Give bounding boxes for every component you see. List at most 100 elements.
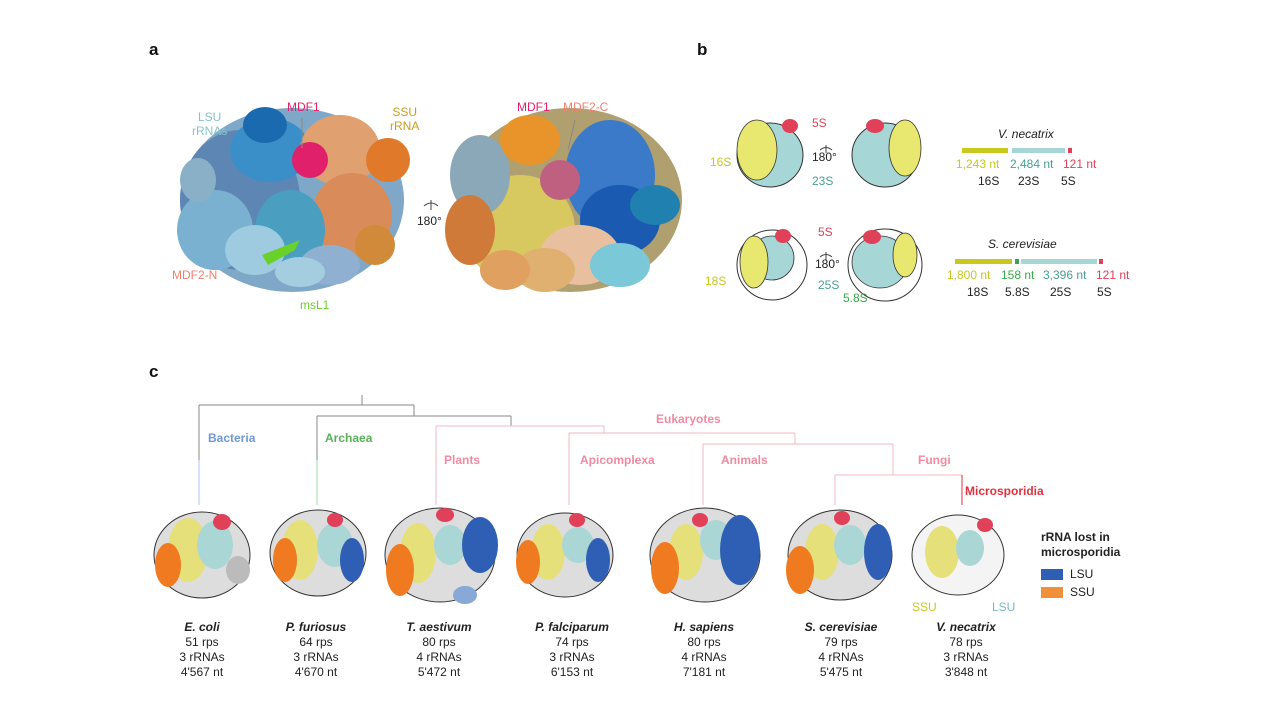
clade-apicomplexa: Apicomplexa [580,453,655,467]
species-card-e-coli: E. coli 51 rps 3 rRNAs 4'567 nt [142,620,262,680]
sc-rotation-label: 180° [815,257,840,271]
lsu-rrnas-label-line1: LSU [198,110,222,124]
species-rps: 78 rps [949,635,983,649]
species-rps: 51 rps [185,635,219,649]
species-name: H. sapiens [673,620,735,634]
sc-18s-label: 18S [705,274,727,288]
sc-5s-label: 5S [818,225,833,239]
species-nt: 6'153 nt [550,665,594,679]
legend-item-ssu: SSU [1041,583,1120,601]
legend-swatch-lsu [1041,569,1063,581]
ribosome-structure-right [445,108,682,292]
clade-fungi: Fungi [918,453,951,467]
species-rps: 64 rps [299,635,333,649]
mdf1-label-left: MDF1 [287,100,320,114]
species-rrnas: 3 rRNAs [549,650,595,664]
ssu-rrna-label-line1: SSU [392,105,418,119]
length-bar-5s [1099,259,1103,264]
panel-letter-a: a [149,40,159,59]
legend-label-ssu: SSU [1070,585,1095,599]
species-card-p-furiosus: P. furiosus 64 rps 3 rRNAs 4'670 nt [256,620,376,680]
ribosome-structure-left [177,107,410,292]
clade-plants: Plants [444,453,481,467]
sc-bar-nt-18s: 1,800 nt [947,268,991,282]
panel-letter-b: b [697,40,708,59]
mdf1-label-right: MDF1 [517,100,550,114]
legend-title: rRNA lost in microsporidia [1041,530,1120,560]
rotation-marker-a [423,200,439,210]
rotation-marker-b2 [819,252,833,260]
ribosome-icon-e-coli [153,511,251,599]
length-bar-5s [1068,148,1072,153]
sc-species-label: S. cerevisiae [988,237,1057,251]
legend-title-line2: microsporidia [1041,545,1121,559]
vn-species-label: V. necatrix [998,127,1054,141]
tree-branches-prokaryotes [198,395,512,505]
vn-16s-label: 16S [710,155,732,169]
vn-bar-nt-5s: 121 nt [1063,157,1097,171]
species-nt: 4'567 nt [180,665,224,679]
species-rrnas: 3 rRNAs [179,650,225,664]
ssu-rrna-label: SSU rRNA [390,105,419,133]
ribosome-icon-p-falciparum [516,512,614,598]
length-bar-16s [962,148,1008,153]
species-nt: 3'848 nt [944,665,988,679]
species-card-p-falciparum: P. falciparum 74 rps 3 rRNAs 6'153 nt [512,620,632,680]
species-rrnas: 3 rRNAs [293,650,339,664]
sc-rrna-structure-back [847,228,923,302]
tree-branches-eukaryotes [435,425,962,505]
vn-rrna-structure-front [736,119,804,188]
msl1-label: msL1 [300,298,330,312]
vn-ssu-label: SSU [912,600,937,614]
rotation-label-a: 180° [417,214,442,228]
length-bar-18s [955,259,1012,264]
vn-bar-nt-23s: 2,484 nt [1010,157,1054,171]
species-rrnas: 4 rRNAs [818,650,864,664]
sc-length-bars [955,259,1103,264]
species-rps: 80 rps [422,635,456,649]
ribosome-icon-p-furiosus [269,509,367,597]
vn-bar-name-16s: 16S [978,174,1000,188]
species-rps: 79 rps [824,635,858,649]
species-nt: 4'670 nt [294,665,338,679]
mdf2-c-label: MDF2-C [563,100,609,114]
ribosome-icon-t-aestivum [384,507,498,604]
lsu-rrnas-label: LSU rRNAs [192,110,227,138]
vn-bar-nt-16s: 1,243 nt [956,157,1000,171]
clade-archaea: Archaea [325,431,373,445]
vn-rotation-label: 180° [812,150,837,164]
species-name: P. falciparum [535,620,609,634]
sc-5-8s-label: 5.8S [843,291,868,305]
species-card-v-necatrix: V. necatrix 78 rps 3 rRNAs 3'848 nt [906,620,1026,680]
species-name: V. necatrix [936,620,996,634]
clade-eukaryotes: Eukaryotes [656,412,721,426]
vn-lsu-label: LSU [992,600,1016,614]
species-rrnas: 4 rRNAs [681,650,727,664]
legend-label-lsu: LSU [1070,567,1094,581]
vn-5s-label: 5S [812,116,827,130]
species-name: T. aestivum [406,620,472,634]
species-card-h-sapiens: H. sapiens 80 rps 4 rRNAs 7'181 nt [644,620,764,680]
sc-bar-name-5-8s: 5.8S [1005,285,1030,299]
species-nt: 7'181 nt [682,665,726,679]
species-nt: 5'472 nt [417,665,461,679]
ribosome-icon-h-sapiens [649,507,761,603]
sc-bar-nt-5s: 121 nt [1096,268,1130,282]
clade-animals: Animals [721,453,768,467]
species-card-s-cerevisiae: S. cerevisiae 79 rps 4 rRNAs 5'475 nt [781,620,901,680]
vn-rrna-structure-back [851,119,922,188]
species-rrnas: 4 rRNAs [416,650,462,664]
panel-letter-c: c [149,362,159,381]
species-nt: 5'475 nt [819,665,863,679]
sc-25s-label: 25S [818,278,840,292]
species-name: P. furiosus [285,620,347,634]
ribosome-icon-v-necatrix [911,514,1005,596]
mdf2-n-label: MDF2-N [172,268,218,282]
vn-bar-name-5s: 5S [1061,174,1076,188]
vn-23s-label: 23S [812,174,834,188]
lsu-rrnas-label-line2: rRNAs [192,124,228,138]
length-bar-25s [1021,259,1097,264]
legend-swatch-ssu [1041,587,1063,599]
